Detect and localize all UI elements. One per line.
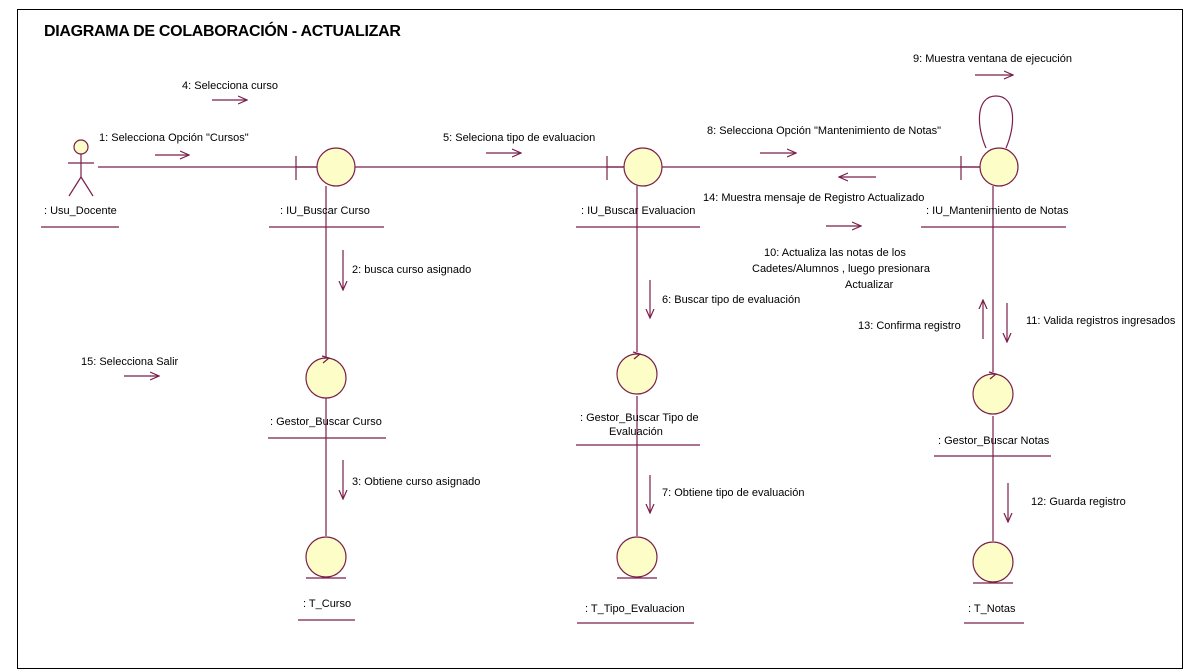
label-iu-buscar-curso: : IU_Buscar Curso (280, 205, 370, 217)
message-9: 9: Muestra ventana de ejecución (913, 53, 1072, 65)
entity-t-curso (305, 536, 347, 579)
entity-t-tipo-evaluacion (616, 536, 658, 579)
message-1: 1: Selecciona Opción "Cursos" (99, 132, 249, 144)
boundary-iu-buscar-curso (295, 147, 356, 187)
label-iu-mantenimiento: : IU_Mantenimiento de Notas (926, 205, 1069, 217)
control-gestor-buscar-curso (305, 355, 347, 399)
label-t-curso: : T_Curso (303, 598, 351, 610)
label-t-tipo-evaluacion: : T_Tipo_Evaluacion (585, 603, 685, 615)
control-gestor-buscar-tipo (616, 351, 658, 395)
control-gestor-buscar-notas (972, 371, 1014, 415)
message-5: 5: Seleciona tipo de evaluacion (443, 132, 595, 144)
message-6: 6: Buscar tipo de evaluación (662, 294, 800, 306)
message-10-line-1: 10: Actualiza las notas de los (764, 247, 906, 259)
self-link-iu-mantenimiento (978, 95, 1014, 149)
label-t-notas: : T_Notas (968, 603, 1016, 615)
boundary-iu-mantenimiento (960, 147, 1019, 187)
message-8: 8: Selecciona Opción "Mantenimiento de N… (707, 125, 941, 137)
message-10-line-3: Actualizar (845, 279, 894, 291)
entity-t-notas (972, 541, 1014, 584)
label-gestor-buscar-tipo-2: Evaluación (609, 426, 663, 438)
message-13: 13: Confirma registro (858, 320, 961, 332)
message-12: 12: Guarda registro (1031, 496, 1126, 508)
message-11: 11: Valida registros ingresados (1026, 315, 1176, 327)
message-2: 2: busca curso asignado (352, 264, 471, 276)
message-7: 7: Obtiene tipo de evaluación (662, 487, 805, 499)
label-gestor-buscar-notas: : Gestor_Buscar Notas (938, 435, 1050, 447)
message-15: 15: Selecciona Salir (81, 356, 179, 368)
boundary-iu-buscar-evaluacion (606, 147, 663, 187)
message-10-line-2: Cadetes/Alumnos , luego presionara (752, 263, 931, 275)
actor-usu-docente (68, 139, 94, 197)
label-iu-buscar-evaluacion: : IU_Buscar Evaluacion (581, 205, 695, 217)
message-3: 3: Obtiene curso asignado (352, 476, 480, 488)
label-gestor-buscar-tipo-1: : Gestor_Buscar Tipo de (580, 412, 699, 424)
label-gestor-buscar-curso: : Gestor_Buscar Curso (270, 416, 382, 428)
message-14: 14: Muestra mensaje de Registro Actualiz… (703, 192, 924, 204)
message-4: 4: Selecciona curso (182, 80, 278, 92)
diagram-title: DIAGRAMA DE COLABORACIÓN - ACTUALIZAR (44, 23, 401, 40)
label-actor: : Usu_Docente (44, 205, 117, 217)
